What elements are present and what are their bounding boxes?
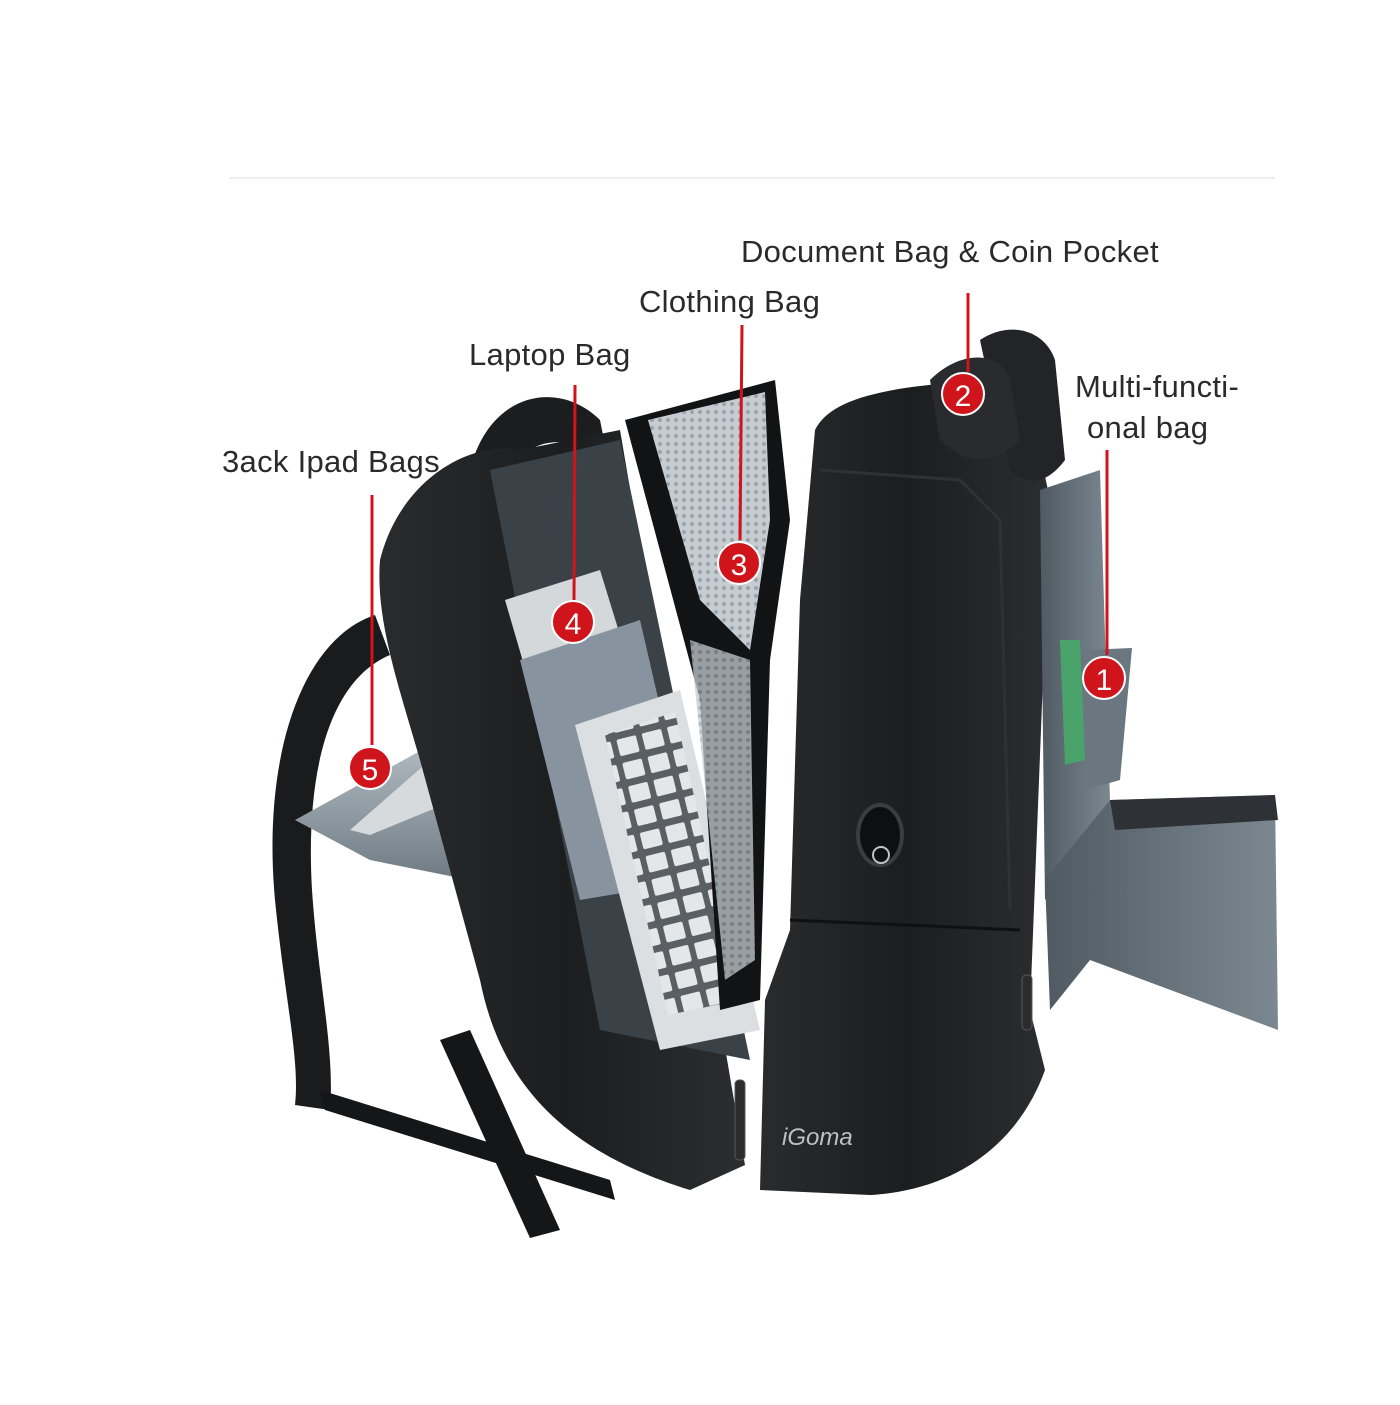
shoulder-strap	[272, 615, 390, 1110]
label-multi-functional-line1: Multi-functi-	[1075, 369, 1240, 404]
zipper-pull-side	[1021, 974, 1033, 1031]
badge-2-number: 2	[955, 380, 972, 413]
callout-line-3	[738, 324, 744, 541]
side-flap-edge	[1110, 795, 1278, 830]
badge-4-number: 4	[565, 608, 582, 641]
strap-webbing	[320, 1090, 615, 1200]
front-seam	[819, 468, 1012, 911]
laptop-keyboard	[605, 712, 740, 1015]
callout-line-4	[572, 384, 577, 601]
front-shell	[760, 380, 1050, 1195]
side-flap	[1045, 795, 1278, 1030]
badge-3-number: 3	[731, 549, 748, 582]
label-clothing-bag: Clothing Bag	[639, 284, 821, 319]
badge-1-number: 1	[1096, 664, 1113, 697]
label-laptop-bag: Laptop Bag	[469, 337, 631, 372]
zipper-pull	[734, 1079, 746, 1161]
label-document-bag: Document Bag & Coin Pocket	[741, 234, 1159, 269]
pen	[1060, 640, 1085, 765]
badge-2: 2	[941, 372, 985, 416]
usb-port	[856, 803, 904, 867]
callout-lines	[370, 293, 1109, 745]
badge-5-number: 5	[362, 754, 379, 787]
badge-5: 5	[348, 746, 392, 790]
power-icon	[872, 846, 890, 864]
brand-logo: iGoma	[782, 1124, 853, 1151]
badge-1: 1	[1082, 656, 1126, 700]
label-back-ipad-bags: 3ack Ipad Bags	[222, 444, 440, 479]
mesh-pocket	[690, 640, 755, 980]
label-multi-functional-line2: onal bag	[1087, 410, 1209, 445]
badge-3: 3	[717, 541, 761, 585]
strap-webbing-2	[440, 1030, 560, 1238]
front-seam-lower	[789, 918, 1021, 932]
badge-4: 4	[551, 600, 595, 644]
